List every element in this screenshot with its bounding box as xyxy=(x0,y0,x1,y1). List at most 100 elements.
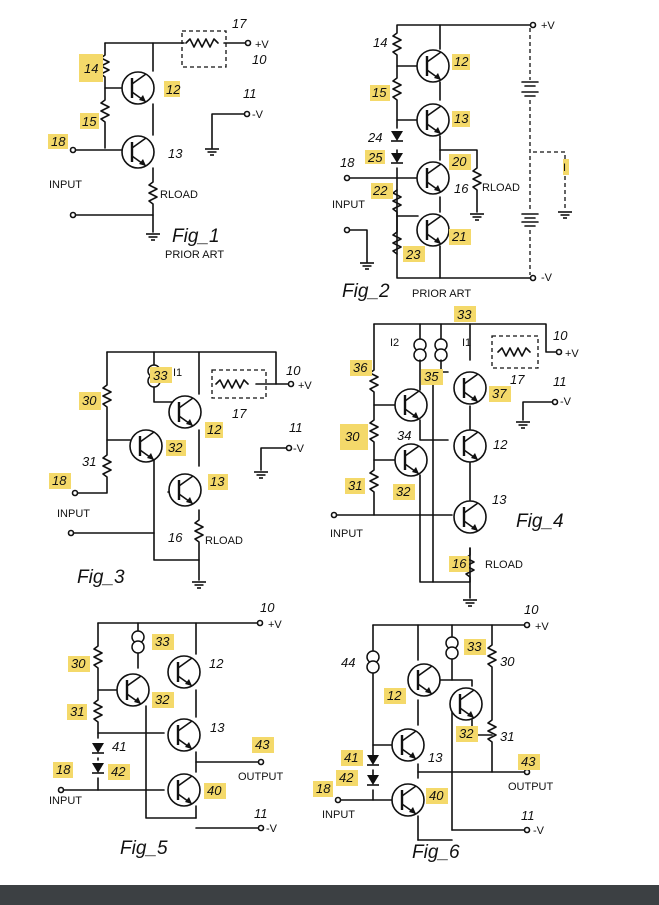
resistor-22-label: 22 xyxy=(372,183,388,198)
transistor-40-label: 40 xyxy=(207,783,222,798)
terminal-11-label: 11 xyxy=(254,806,268,821)
output-label: OUTPUT xyxy=(508,781,554,793)
transistor-40-label: 40 xyxy=(429,788,444,803)
input-label: INPUT xyxy=(332,199,365,211)
resistor-30-label: 30 xyxy=(345,429,360,444)
input-label: INPUT xyxy=(322,809,355,821)
bottom-bar xyxy=(0,885,659,905)
resistor-30-label: 30 xyxy=(82,393,97,408)
resistor-31-label: 31 xyxy=(348,478,362,493)
input-18-label: 18 xyxy=(316,781,331,796)
transistor-32-label: 32 xyxy=(168,440,183,455)
output-label: OUTPUT xyxy=(238,771,284,783)
source-33-label: 33 xyxy=(457,307,472,322)
input-18-label: 18 xyxy=(56,762,71,777)
rload-label: RLOAD xyxy=(482,182,520,194)
resistor-14-label: 14 xyxy=(373,35,387,50)
transistor-12-label: 12 xyxy=(454,54,469,69)
input-label: INPUT xyxy=(49,795,82,807)
terminal-10-label: 10 xyxy=(553,328,568,343)
fig4-caption: Fig_4 xyxy=(516,511,564,532)
vneg-label: -V xyxy=(252,109,264,121)
resistor-15-label: 15 xyxy=(82,114,97,129)
vneg-label: -V xyxy=(541,272,553,284)
source-44-label: 44 xyxy=(341,655,355,670)
transistor-12-label: 12 xyxy=(209,656,224,671)
source-35-label: 35 xyxy=(424,369,439,384)
transistor-37-label: 37 xyxy=(492,386,507,401)
diode-42-label: 42 xyxy=(339,770,354,785)
figure-1: 14 15 12 13 18 17 10 11 +V -V INPUT RLOA… xyxy=(48,16,269,261)
transistor-13-label: 13 xyxy=(454,111,469,126)
transistor-13-label: 13 xyxy=(210,720,225,735)
fig1-prior-art: PRIOR ART xyxy=(165,249,224,261)
transistor-21-label: 21 xyxy=(451,229,466,244)
transistor-13-label: 13 xyxy=(168,146,183,161)
input-label: INPUT xyxy=(57,508,90,520)
diode-41-label: 41 xyxy=(344,750,358,765)
vpos-label: +V xyxy=(565,348,579,360)
mark-i-label: I xyxy=(563,162,566,174)
fig6-caption: Fig_6 xyxy=(412,842,460,863)
fig1-caption: Fig_1 xyxy=(172,226,220,247)
figure-4: 33 I2 I1 10 +V 36 35 17 37 11 -V 30 34 1… xyxy=(330,306,579,607)
resistor-31-label: 31 xyxy=(70,704,84,719)
fig5-caption: Fig_5 xyxy=(120,838,168,859)
input-label: INPUT xyxy=(49,179,82,191)
diode-41-label: 41 xyxy=(112,739,126,754)
resistor-16-label: 16 xyxy=(168,530,183,545)
resistor-16-label: 16 xyxy=(454,181,469,196)
output-43-label: 43 xyxy=(521,754,536,769)
vpos-label: +V xyxy=(298,380,312,392)
figure-6: 10 +V 44 33 30 12 32 31 41 13 43 42 OUTP… xyxy=(313,602,554,863)
input-18-label: 18 xyxy=(52,473,67,488)
transistor-32-label: 32 xyxy=(155,692,170,707)
resistor-31-label: 31 xyxy=(500,729,514,744)
input-18-label: 18 xyxy=(340,155,355,170)
vpos-label: +V xyxy=(255,39,269,51)
transistor-13-label: 13 xyxy=(428,750,443,765)
resistor-16-label: 16 xyxy=(452,556,467,571)
resistor-36-label: 36 xyxy=(353,360,368,375)
diode-42-label: 42 xyxy=(111,764,126,779)
resistor-15-label: 15 xyxy=(372,85,387,100)
terminal-11-label: 11 xyxy=(289,420,303,435)
vneg-label: -V xyxy=(293,443,305,455)
current-i1-label: I1 xyxy=(462,337,471,349)
vneg-label: -V xyxy=(533,825,545,837)
input-18-label: 18 xyxy=(51,134,66,149)
transistor-20-label: 20 xyxy=(451,154,467,169)
vpos-label: +V xyxy=(541,20,555,32)
resistor-23-label: 23 xyxy=(405,247,421,262)
input-label: INPUT xyxy=(330,528,363,540)
transistor-12-label: 12 xyxy=(207,422,222,437)
patent-drawing-sheet: 14 15 12 13 18 17 10 11 +V -V INPUT RLOA… xyxy=(48,16,579,863)
fig2-caption: Fig_2 xyxy=(342,281,390,302)
source-33-label: 33 xyxy=(467,639,482,654)
current-i1-label: I1 xyxy=(173,367,182,379)
figure-5: 10 +V 33 12 30 32 31 13 41 43 42 18 OUTP… xyxy=(49,600,284,859)
terminal-11-label: 11 xyxy=(553,374,567,389)
transistor-32-label: 32 xyxy=(459,726,474,741)
transistor-12-label: 12 xyxy=(387,688,402,703)
terminal-11-label: 11 xyxy=(521,808,535,823)
rload-label: RLOAD xyxy=(485,559,523,571)
block-17-label: 17 xyxy=(510,372,525,387)
fig3-caption: Fig_3 xyxy=(77,567,125,588)
resistor-14-label: 14 xyxy=(84,61,98,76)
fig2-prior-art: PRIOR ART xyxy=(412,288,471,300)
vpos-label: +V xyxy=(268,619,282,631)
source-33-label: 33 xyxy=(155,634,170,649)
vneg-label: -V xyxy=(266,823,278,835)
figure-2: 14 12 15 13 24 25 20 18 16 RLOAD 22 INPU… xyxy=(332,20,573,302)
terminal-11-label: 11 xyxy=(243,86,257,101)
transistor-13-label: 13 xyxy=(210,474,225,489)
terminal-10-label: 10 xyxy=(260,600,275,615)
diode-25-label: 25 xyxy=(367,150,383,165)
rload-label: RLOAD xyxy=(160,189,198,201)
rload-label: RLOAD xyxy=(205,535,243,547)
resistor-31-label: 31 xyxy=(82,454,96,469)
terminal-10-label: 10 xyxy=(286,363,301,378)
vpos-label: +V xyxy=(535,621,549,633)
resistor-30-label: 30 xyxy=(500,654,515,669)
